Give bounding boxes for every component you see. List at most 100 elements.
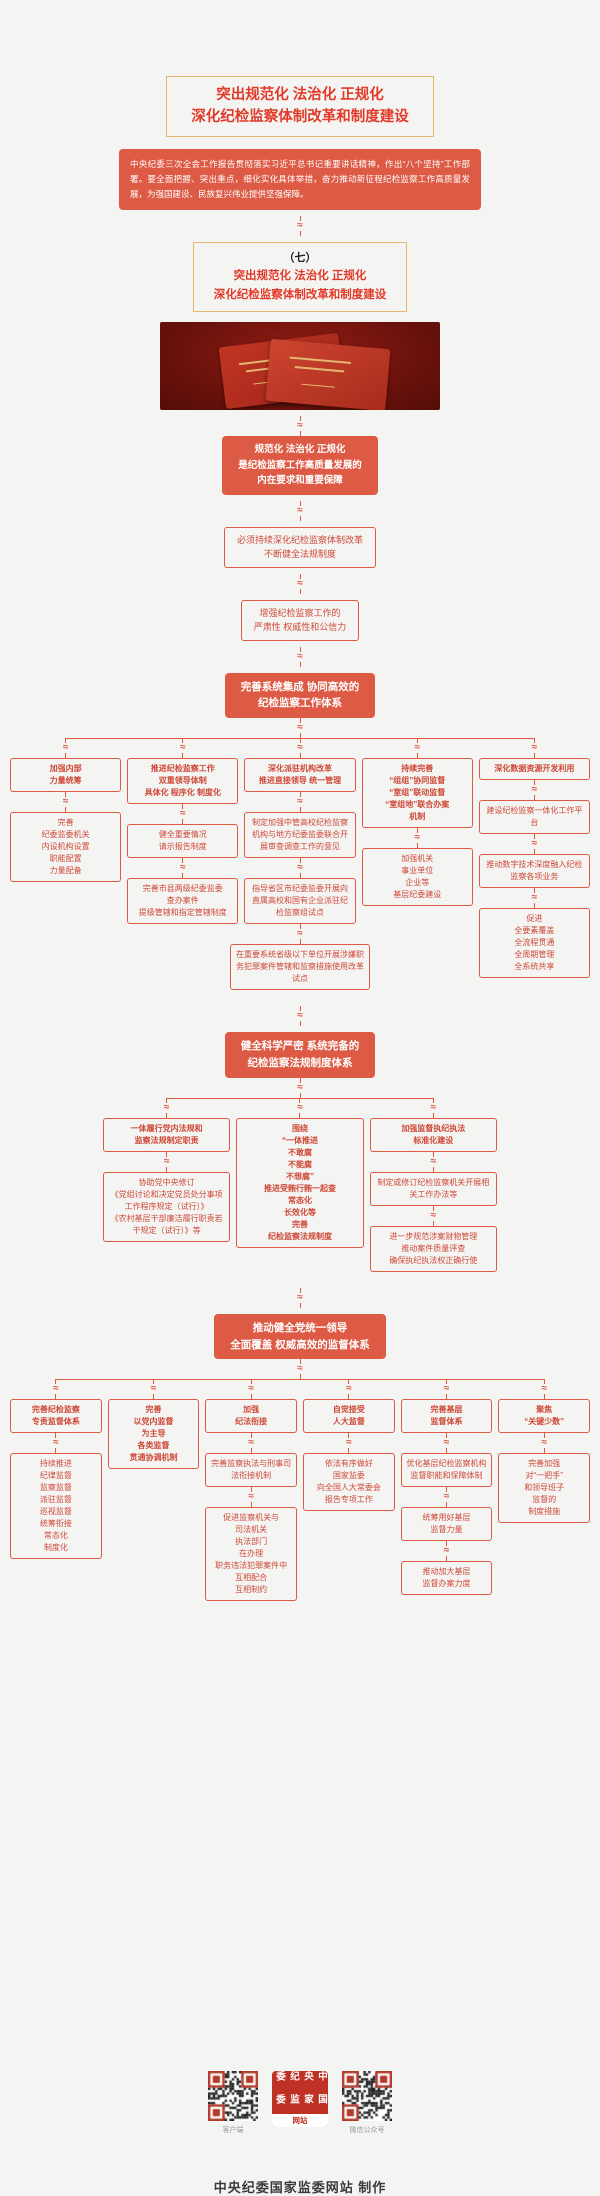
tree3-col-key-few: 聚焦 “关键少数” 完善加强 对“一把手” 和领导班子 监督的 制度措施 — [495, 1379, 593, 1601]
connector — [532, 738, 538, 759]
tree1-col-dispatched-agencies: 深化派驻机构改革 推进直接领导 统一管理 制定加强中管高校纪检监察机构与地方纪委… — [229, 738, 371, 991]
branch-head: 完善基层 监督体系 — [400, 1399, 493, 1434]
qr-client-block: 客户端 — [208, 2071, 258, 2135]
tree1-col-internal-forces: 加强内部 力量统筹 完善 纪委监委机关 内设机构设置 职能配置 力量配备 — [7, 738, 124, 990]
connector — [164, 1151, 170, 1172]
tree3-header: 推动健全党统一领导 全面覆盖 权威高效的监督体系 — [214, 1313, 386, 1360]
connector — [444, 1379, 450, 1400]
branch-head: 聚焦 “关键少数” — [498, 1399, 591, 1434]
regulations-tree: 一体履行党内法规和 监察法规制定职责 协助党中央修订 《党组讨论和决定党员处分事… — [100, 1097, 500, 1272]
qr-client-label: 客户端 — [222, 2127, 244, 2135]
connector — [180, 858, 186, 879]
branch-head: 加强监督执纪执法 标准化建设 — [369, 1117, 497, 1152]
tree1-col-coordination-mechanisms: 持续完善 “组组”协同监督 “室组”联动监督 “室组地”联合办案 机制 加强机关… — [359, 738, 476, 990]
tree3-col-party-supervision: 完善 以党内监督 为主导 各类监督 贯通协调机制 — [105, 1379, 203, 1601]
connector — [431, 1097, 437, 1118]
ccdi-logo: 中央纪委 国家监委 网站 — [272, 2071, 328, 2128]
branch-item: 完善监察执法与刑事司法衔接机制 — [205, 1453, 298, 1488]
branch-head: 一体履行党内法规和 监察法规制定职责 — [103, 1117, 231, 1152]
reform-requirement-box: 必须持续深化纪检监察体制改革 不断健全法规制度 — [223, 526, 376, 568]
section-box: （七） 突出规范化 法治化 正规化 深化纪检监察体制改革和制度建设 — [192, 241, 408, 312]
branch-item: 完善加强 对“一把手” 和领导班子 监督的 制度措施 — [498, 1453, 591, 1524]
branch-item: 加强机关 事业单位 企业等 基层纪委建设 — [361, 848, 473, 907]
intro-paragraph: 中央纪委三次全会工作报告贯彻落实习近平总书记重要讲话精神，作出“八个坚持”工作部… — [119, 148, 481, 210]
branch-item: 依法有序做好 国家监委 向全国人大常委会 报告专项工作 — [303, 1453, 395, 1512]
connector — [297, 1097, 303, 1118]
connector — [297, 924, 303, 945]
connector — [346, 1379, 352, 1400]
connector — [414, 738, 420, 759]
branch-item: 完善 纪委监委机关 内设机构设置 职能配置 力量配备 — [10, 812, 122, 883]
branch-item: 进一步规范涉案财物管理 推动案件质量评查 确保执纪执法权正确行使 — [369, 1225, 497, 1272]
branch-item: 促进监察机关与 司法机关 执法部门 在办理 职务违法犯罪案件中 互相配合 互相制… — [205, 1507, 298, 1602]
connector — [297, 718, 303, 739]
connector — [444, 1433, 450, 1454]
branch-head: 深化数据资源开发利用 — [478, 758, 591, 781]
connector — [431, 1205, 437, 1226]
connector — [63, 738, 69, 759]
connector — [297, 1287, 303, 1308]
connector — [297, 1359, 303, 1380]
branch-item: 优化基层纪检监察机构监督职能和保障体制 — [400, 1453, 493, 1488]
branch-item: 制定或修订纪检监察机关开展相关工作办法等 — [369, 1171, 497, 1206]
connector — [248, 1433, 254, 1454]
branch-item: 促进 全要素覆盖 全流程贯通 全周期管理 全系统共享 — [478, 908, 591, 979]
branch-item: 统筹用好基层 监督力量 — [400, 1507, 493, 1542]
supervision-system-tree: 完善纪检监察 专责监督体系 持续推进 纪律监督 监察监督 派驻监督 巡视监督 统… — [7, 1379, 593, 1602]
connector — [248, 1379, 254, 1400]
branch-item: 健全重要情况 请示报告制度 — [127, 824, 239, 859]
connector — [532, 834, 538, 855]
branch-item: 持续推进 纪律监督 监察监督 派驻监督 巡视监督 统筹衔接 常态化 制度化 — [10, 1453, 102, 1560]
connector — [53, 1433, 59, 1454]
connector — [151, 1379, 157, 1400]
connector — [297, 646, 303, 667]
branch-head: 推进纪检监察工作 双重领导体制 具体化 程序化 制度化 — [127, 758, 239, 805]
branch-item: 完善市县两级纪委监委 查办案件 提级管辖和指定管辖制度 — [127, 878, 239, 925]
branch-head: 加强 纪法衔接 — [205, 1399, 298, 1434]
connector — [180, 804, 186, 825]
tree1-header: 完善系统集成 协同高效的 纪检监察工作体系 — [224, 672, 376, 719]
tree2-header: 健全科学严密 系统完备的 纪检监察法规制度体系 — [224, 1032, 376, 1078]
connector — [297, 1077, 303, 1098]
connector — [297, 573, 303, 594]
app-qr-code — [208, 2071, 258, 2122]
branch-line — [65, 738, 535, 740]
connector — [297, 738, 303, 759]
branch-head: 持续完善 “组组”协同监督 “室组”联动监督 “室组地”联合办案 机制 — [361, 758, 473, 829]
branch-item: 协助党中央修订 《党组讨论和决定党员处分事项工作程序规定（试行）》 《农村基层干… — [103, 1171, 231, 1242]
qr-wechat-label: 微信公众号 — [349, 2127, 385, 2135]
enhance-authority-box: 增强纪检监察工作的 严肃性 权威性和公信力 — [240, 599, 360, 641]
branch-item: 推动数字技术深度融入纪检监察各项业务 — [478, 854, 591, 889]
branch-item: 建设纪检监察一体化工作平台 — [478, 800, 591, 835]
connector — [532, 888, 538, 909]
connector — [532, 780, 538, 801]
tree2-col-standardization: 加强监督执纪执法 标准化建设 制定或修订纪检监察机关开展相关工作办法等 进一步规… — [367, 1097, 500, 1272]
connector — [248, 1487, 254, 1508]
branch-head: 加强内部 力量统筹 — [10, 758, 122, 793]
branch-item: 在重要系统省级以下单位开展涉嫌职务犯罪案件管辖和监察措施使用改革试点 — [229, 944, 371, 991]
red-documents-photo — [160, 321, 440, 410]
section-title: 突出规范化 法治化 正规化 深化纪检监察体制改革和制度建设 — [213, 270, 387, 301]
tree3-col-discipline-law-linkage: 加强 纪法衔接 完善监察执法与刑事司法衔接机制 促进监察机关与 司法机关 执法部… — [202, 1379, 300, 1602]
branch-head: 自觉接受 人大监督 — [303, 1399, 395, 1434]
branch-item: 制定加强中管高校纪检监察机构与地方纪委监委联合开展审查调查工作的意见 — [244, 812, 356, 859]
connector — [180, 738, 186, 759]
branch-line — [166, 1097, 434, 1099]
tree2-col-lawmaking-duties: 一体履行党内法规和 监察法规制定职责 协助党中央修订 《党组讨论和决定党员处分事… — [100, 1097, 233, 1272]
logo-text: 中央纪委 — [274, 2071, 326, 2082]
connector — [414, 828, 420, 849]
branch-line — [55, 1379, 545, 1381]
footer-qr-row: 客户端 中央纪委 国家监委 网站 微信公众号 — [208, 2071, 392, 2135]
connector — [431, 1151, 437, 1172]
connector — [297, 415, 303, 436]
tree3-col-grassroots-supervision: 完善基层 监督体系 优化基层纪检监察机构监督职能和保障体制 统筹用好基层 监督力… — [398, 1379, 496, 1601]
connector — [297, 858, 303, 879]
work-system-tree: 加强内部 力量统筹 完善 纪委监委机关 内设机构设置 职能配置 力量配备 推进纪… — [7, 738, 593, 991]
tree2-col-anticorruption-regulations: 围绕 “一体推进 不敢腐 不能腐 不想腐” 推进受贿行贿一起查 常态化 长效化等… — [233, 1097, 366, 1272]
tree3-col-npc-oversight: 自觉接受 人大监督 依法有序做好 国家监委 向全国人大常委会 报告专项工作 — [300, 1379, 398, 1601]
logo-badge: 网站 — [272, 2114, 328, 2128]
connector — [444, 1541, 450, 1562]
connector — [346, 1433, 352, 1454]
qr-wechat-block: 微信公众号 — [342, 2071, 392, 2135]
